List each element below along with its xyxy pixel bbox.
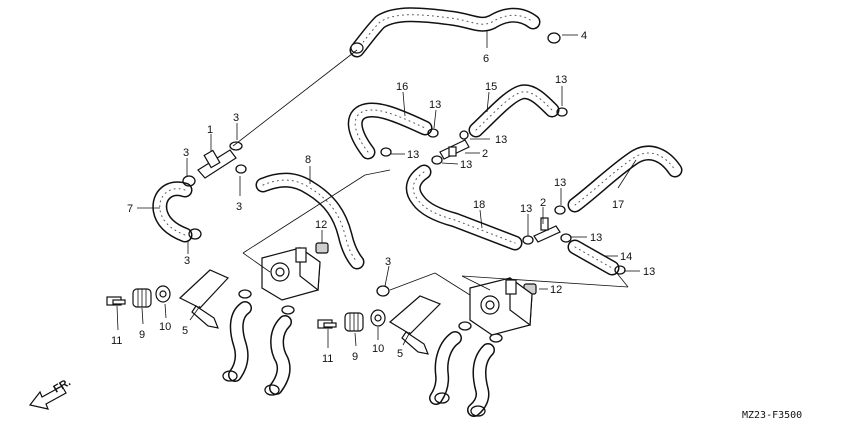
callout-13: 13 (429, 99, 441, 111)
grommet-9-right (344, 312, 364, 332)
callout-12: 12 (315, 219, 327, 231)
callout-3: 3 (236, 201, 242, 213)
collar-10-right (370, 309, 386, 327)
callout-8: 8 (305, 154, 311, 166)
callout-13: 13 (407, 149, 419, 161)
callout-numbers: 1 2 2 3 3 3 3 3 4 5 5 6 7 8 9 9 10 10 11… (111, 30, 655, 365)
callout-6: 6 (483, 53, 489, 65)
lower-hose-right-b (467, 343, 495, 417)
bolt-11-right (317, 319, 337, 329)
callout-14: 14 (620, 251, 632, 263)
callout-16: 16 (396, 81, 408, 93)
callout-2: 2 (482, 148, 488, 160)
hose-8 (255, 172, 365, 270)
callout-3: 3 (233, 112, 239, 124)
callout-3: 3 (184, 255, 190, 267)
callout-13: 13 (555, 74, 567, 86)
bracket-5-left (178, 269, 230, 329)
lower-hose-left-b (269, 315, 292, 395)
collar-10-left (155, 285, 171, 303)
callout-18: 18 (473, 199, 485, 211)
valve-right (469, 276, 533, 336)
joint-2-upper (439, 139, 470, 160)
hose-15 (468, 84, 560, 138)
hose-18 (405, 164, 523, 251)
bolt-11-left (106, 296, 126, 306)
grommet-9-left (132, 288, 152, 308)
callout-3: 3 (385, 256, 391, 268)
callout-5: 5 (182, 325, 188, 337)
hose-6 (349, 7, 541, 58)
callout-2: 2 (540, 197, 546, 209)
bracket-5-right (388, 295, 442, 355)
callout-11: 11 (322, 353, 333, 365)
front-direction-arrow: FR. (28, 376, 73, 410)
callout-13: 13 (643, 266, 655, 278)
joint-1 (197, 149, 237, 179)
callout-13: 13 (520, 203, 532, 215)
hose-17 (567, 145, 683, 213)
hose-7 (152, 181, 193, 243)
callout-12: 12 (550, 284, 562, 296)
leader-lines (116, 30, 640, 348)
callout-7: 7 (127, 203, 133, 215)
callout-3: 3 (183, 147, 189, 159)
hose-14 (567, 239, 620, 276)
callout-15: 15 (485, 81, 497, 93)
cap-12-upper (315, 242, 329, 254)
callout-17: 17 (612, 199, 624, 211)
clamps (182, 32, 626, 417)
callout-13: 13 (590, 232, 602, 244)
lower-hose-right-a (429, 331, 462, 405)
callout-9: 9 (139, 329, 145, 341)
callout-13: 13 (460, 159, 472, 171)
callout-13: 13 (554, 177, 566, 189)
callout-10: 10 (159, 321, 171, 333)
callout-4: 4 (581, 30, 587, 42)
hose-16 (347, 102, 433, 160)
callout-1: 1 (207, 124, 213, 136)
direction-label: FR. (52, 376, 73, 395)
diagram-code: MZ23-F3500 (742, 410, 802, 421)
joint-2-lower (533, 217, 561, 243)
callout-10: 10 (372, 343, 384, 355)
callout-13: 13 (495, 134, 507, 146)
callout-5: 5 (397, 348, 403, 360)
valve-left (261, 246, 321, 301)
lower-hose-left-a (228, 301, 252, 382)
callout-11: 11 (111, 335, 122, 347)
callout-9: 9 (352, 351, 358, 363)
